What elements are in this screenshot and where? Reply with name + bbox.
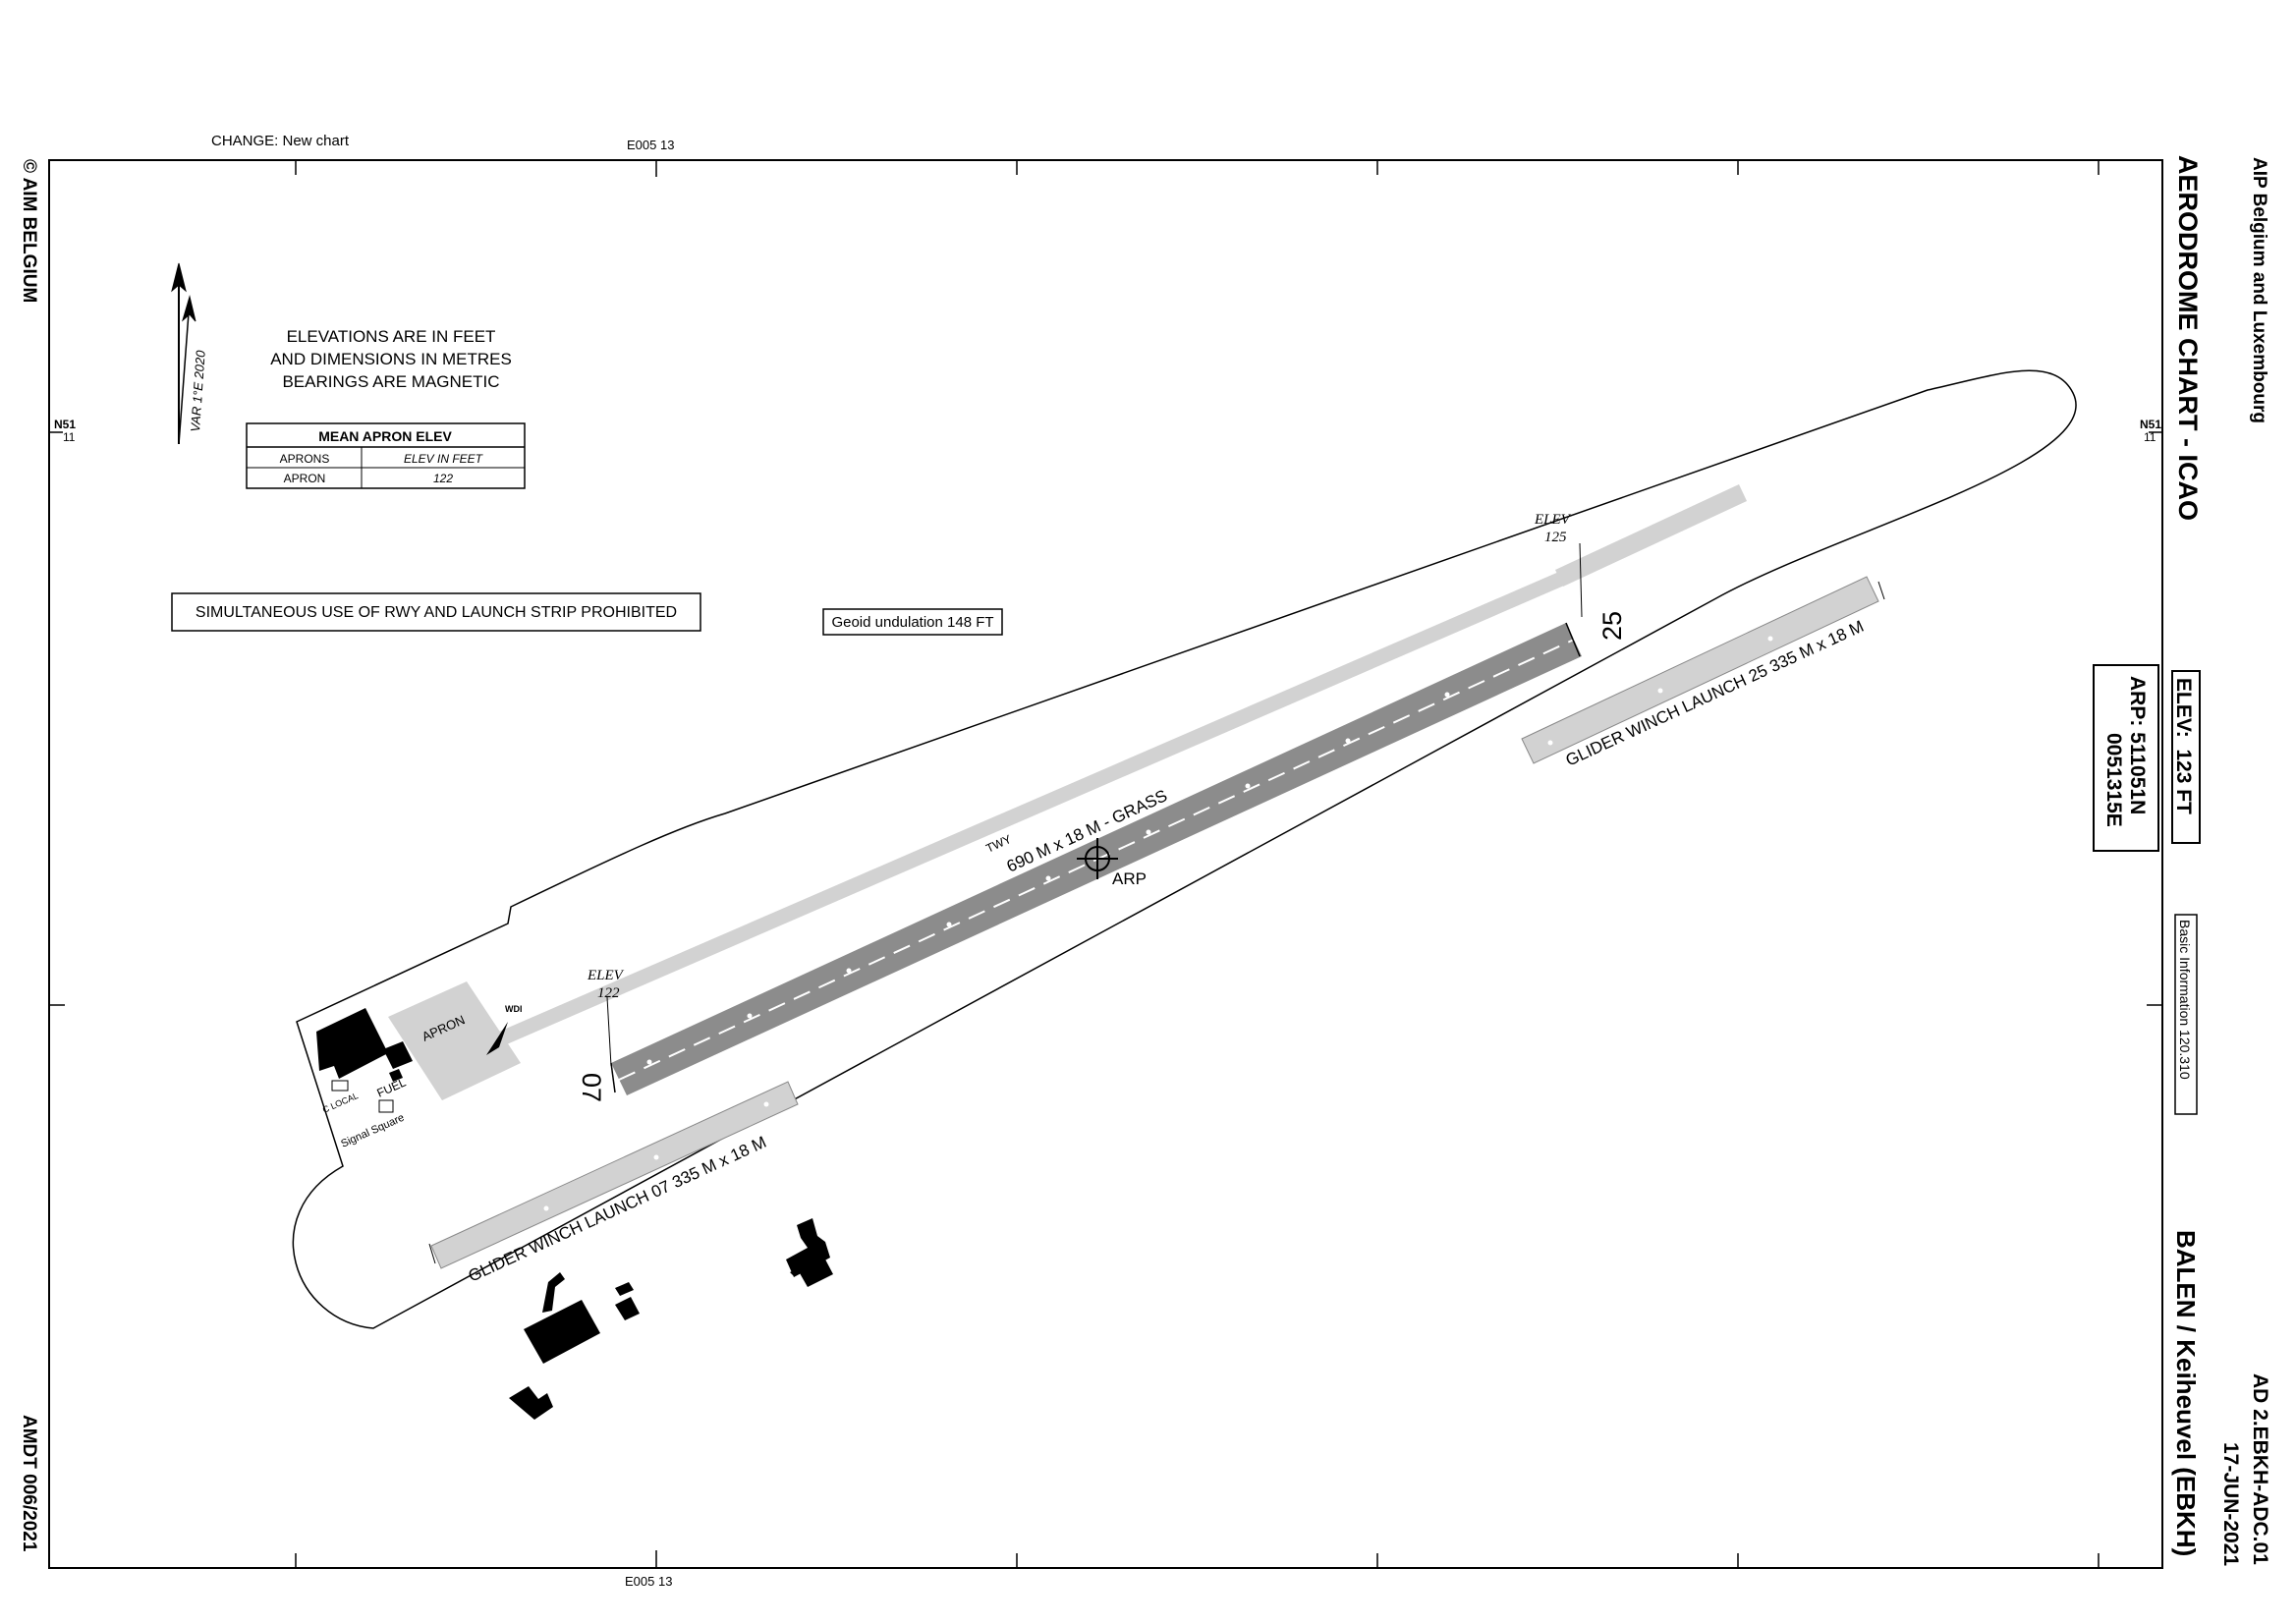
chart-frame: [48, 159, 2163, 1569]
north-arrow: [171, 262, 196, 445]
apron-table-row-value: 122: [433, 472, 453, 485]
fuel-box: [378, 1099, 394, 1113]
apron-table-col2: ELEV IN FEET: [404, 452, 484, 466]
elev-label-07: ELEV: [587, 968, 625, 983]
wdi-icon: [486, 1022, 508, 1055]
apron-table-row-name: APRON: [284, 472, 326, 485]
lat-label-right: N51: [2140, 418, 2161, 431]
note-line-3: BEARINGS ARE MAGNETIC: [282, 372, 499, 391]
elev-value-25: 125: [1544, 530, 1567, 545]
aerodrome-boundary: [292, 369, 2077, 1329]
external-buildings: [509, 1218, 833, 1420]
chart-date: 17-JUN-2021: [2219, 1442, 2242, 1566]
apron-table-col1: APRONS: [280, 452, 330, 466]
chart-title: AERODROME CHART - ICAO: [2173, 155, 2203, 521]
wdi-label: WDI: [505, 1004, 523, 1014]
geoid-text: Geoid undulation 148 FT: [831, 614, 993, 631]
copyright: © AIM BELGIUM: [19, 159, 39, 303]
rwy-07-label: 07: [577, 1073, 606, 1102]
arp-box: [2093, 664, 2159, 852]
simultaneous-use-box: [171, 592, 701, 632]
lon-label-bottom: E005 13: [625, 1574, 672, 1589]
lat-label-right-sub: 11: [2144, 430, 2156, 444]
note-line-2: AND DIMENSIONS IN METRES: [270, 350, 512, 368]
local-box: [331, 1080, 349, 1092]
amendment: AMDT 006/2021: [19, 1415, 39, 1552]
arp-symbol: [1077, 838, 1118, 879]
glider-strip-07: [430, 1081, 799, 1269]
elev-value-07: 122: [597, 985, 620, 1001]
runway-25-extension: [1555, 484, 1747, 587]
lat-label-left: N51: [54, 418, 76, 431]
elev-box-text: ELEV: 123 FT: [2172, 678, 2195, 814]
arp-label: ARP: [1112, 869, 1147, 888]
taxiway: [478, 570, 1569, 1054]
change-note: CHANGE: New chart: [211, 133, 350, 149]
elev-label-25: ELEV: [1534, 512, 1572, 528]
facility-buildings: [316, 1008, 413, 1082]
basic-info: Basic Information 120.310: [2177, 920, 2193, 1080]
aerodrome-name: BALEN / Keiheuvel (EBKH): [2171, 1230, 2201, 1556]
publisher: AIP Belgium and Luxembourg: [2249, 157, 2269, 423]
apron: [388, 981, 521, 1100]
geoid-box: [822, 608, 1003, 636]
grid-ticks: [49, 160, 2162, 1568]
note-line-1: ELEVATIONS ARE IN FEET: [287, 327, 496, 346]
apron-elev-table: MEAN APRON ELEV APRONS ELEV IN FEET APRO…: [246, 422, 526, 489]
arp-lon: 0051315E: [2102, 733, 2125, 827]
simultaneous-use-text: SIMULTANEOUS USE OF RWY AND LAUNCH STRIP…: [196, 604, 677, 621]
lat-label-left-sub: 11: [63, 430, 76, 444]
variation-label: VAR 1°E 2020: [188, 349, 208, 432]
glider-strip-lights: [543, 636, 1773, 1211]
runway-lights: [646, 692, 1450, 1065]
apron-table-title: MEAN APRON ELEV: [318, 428, 452, 444]
lon-label-top: E005 13: [627, 138, 674, 152]
glider-strip-25: [1521, 576, 1879, 764]
basic-info-box: [2174, 914, 2198, 1115]
rwy-25-label: 25: [1597, 611, 1627, 641]
arp-lat: ARP: 511051N: [2126, 676, 2149, 814]
elev-box: [2171, 670, 2201, 844]
chart-id: AD 2.EBKH-ADC.01: [2249, 1373, 2271, 1565]
